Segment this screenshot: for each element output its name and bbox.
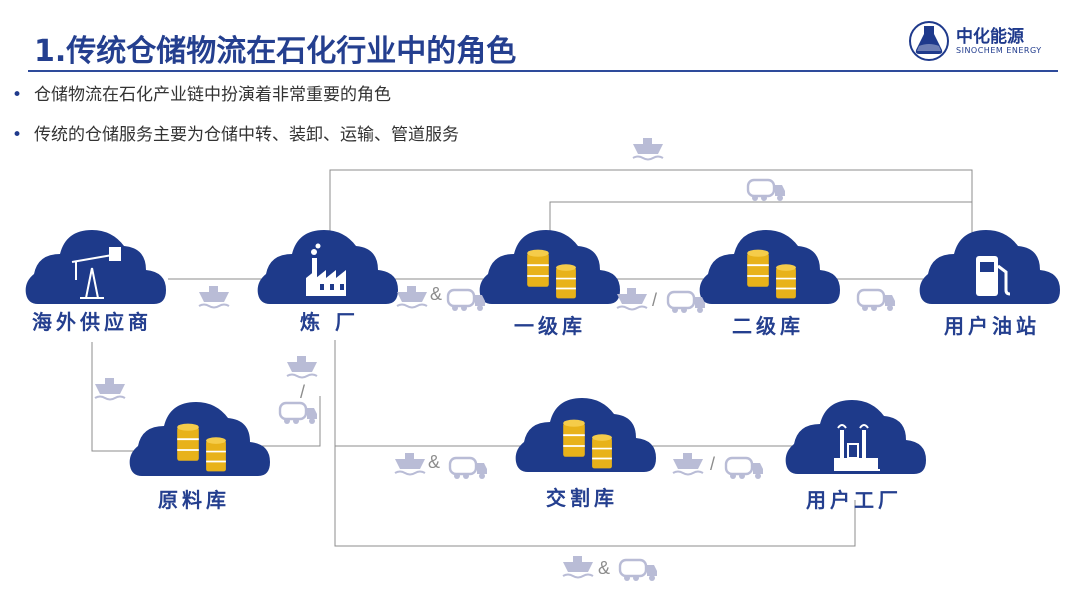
ship-icon <box>286 355 318 379</box>
industrial-plant-icon <box>834 424 880 471</box>
ship-icon <box>616 287 648 311</box>
node-label-station: 用户油站 <box>944 314 1040 338</box>
ship-icon <box>198 285 230 309</box>
ship-icon <box>94 377 126 401</box>
ship-icon <box>562 555 594 579</box>
bullet-item: •仓储物流在石化产业链中扮演着非常重要的角色 <box>12 85 391 105</box>
fuel-pump-icon <box>976 256 1011 296</box>
oil-pump-icon <box>71 247 121 299</box>
truck-icon <box>856 288 897 313</box>
bullet-item: •传统的仓储服务主要为仓储中转、装卸、运输、管道服务 <box>12 125 459 145</box>
supplier-node <box>25 230 167 304</box>
title-divider <box>28 70 1058 72</box>
node-label-refinery: 炼 厂 <box>300 310 359 334</box>
truck-icon <box>446 288 487 313</box>
raw-material-depot-node <box>129 402 271 476</box>
or-symbol: / <box>652 290 657 310</box>
or-symbol: / <box>300 382 305 402</box>
connector-lines <box>91 169 973 547</box>
node-label-factory: 用户工厂 <box>806 488 902 512</box>
bullet-text: 仓储物流在石化产业链中扮演着非常重要的角色 <box>34 85 391 105</box>
truck-icon <box>724 456 765 481</box>
secondary-depot-node <box>699 230 840 304</box>
logo-name: 中化能源 <box>956 27 1024 47</box>
node-label-raw: 原料库 <box>158 488 230 512</box>
truck-icon <box>666 290 707 315</box>
truck-icon <box>448 456 489 481</box>
ship-icon <box>672 452 704 476</box>
and-symbol: & <box>598 558 610 578</box>
and-symbol: & <box>430 284 442 304</box>
node-label-secondary: 二级库 <box>732 314 804 338</box>
truck-icon <box>746 178 787 203</box>
node-label-primary: 一级库 <box>514 314 586 338</box>
truck-icon <box>618 558 659 583</box>
logo-subtitle: SINOCHEM ENERGY <box>956 46 1042 55</box>
node-label-supplier: 海外供应商 <box>32 310 152 334</box>
delivery-depot-node <box>515 398 656 472</box>
primary-depot-node <box>479 230 620 304</box>
company-logo: 中化能源 SINOCHEM ENERGY <box>908 20 1048 64</box>
bullet-text: 传统的仓储服务主要为仓储中转、装卸、运输、管道服务 <box>34 125 459 145</box>
factory-icon <box>306 243 346 296</box>
page-title: 1.传统仓储物流在石化行业中的角色 <box>34 34 517 69</box>
logo-flask-icon <box>909 21 949 61</box>
truck-icon <box>278 401 319 426</box>
ship-icon <box>632 137 664 161</box>
or-symbol: / <box>710 454 715 474</box>
and-symbol: & <box>428 452 440 472</box>
ship-icon <box>394 452 426 476</box>
node-label-delivery: 交割库 <box>546 486 618 510</box>
ship-icon <box>396 285 428 309</box>
